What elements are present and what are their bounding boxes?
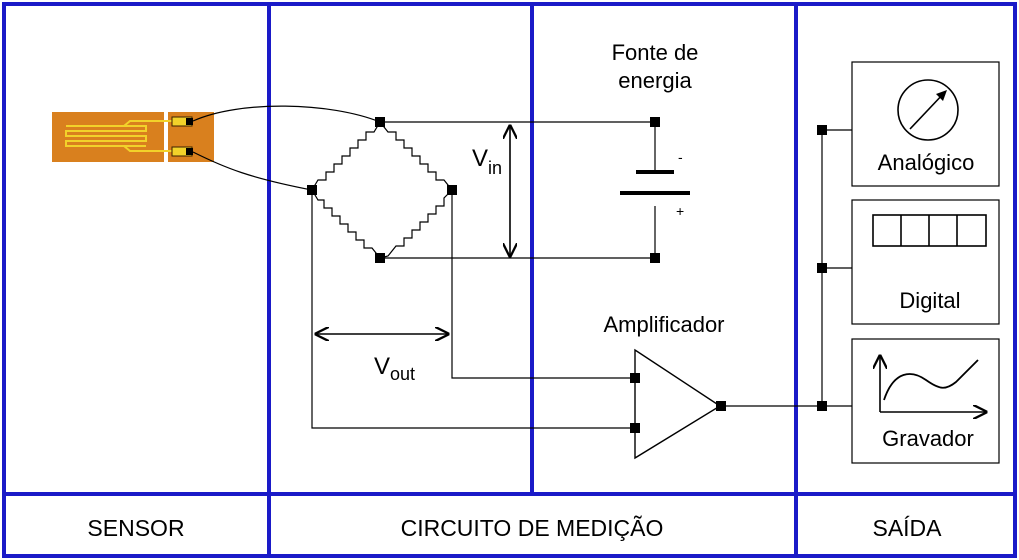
recorder-output-box [851, 338, 1000, 464]
vout-main: V [374, 353, 390, 380]
power-supply-label-line2: energia [618, 68, 692, 93]
recorder-plot-icon [880, 356, 986, 412]
recorder-output-label: Gravador [882, 426, 974, 451]
vin-label: Vin [472, 145, 502, 178]
vout-label: Vout [374, 353, 415, 384]
battery-minus-sign: - [678, 149, 683, 165]
wheatstone-bridge [307, 117, 457, 263]
vin-main: V [472, 145, 488, 172]
bridge-output-wires [311, 190, 635, 429]
battery-plus-sign: + [676, 203, 684, 219]
amplifier-label: Amplificador [603, 312, 724, 337]
analog-output-label: Analógico [878, 150, 975, 175]
digital-display-icon [872, 214, 987, 247]
vin-subscript: in [488, 158, 502, 178]
digital-output-box [851, 199, 1000, 325]
battery-icon [620, 117, 690, 263]
power-supply-label-line1: Fonte de [612, 40, 699, 65]
analog-gauge-icon [897, 79, 959, 141]
analog-output-box [851, 61, 1000, 187]
section-label-circuit: CIRCUITO DE MEDIÇÃO [401, 515, 664, 541]
vout-subscript: out [390, 364, 415, 384]
output-bus [721, 125, 852, 411]
sensor-lead-wires [192, 105, 381, 191]
digital-output-label: Digital [899, 288, 960, 313]
amplifier-icon [630, 348, 726, 460]
strain-gauge-icon [52, 112, 214, 162]
section-label-sensor: SENSOR [87, 515, 184, 541]
section-label-output: SAÍDA [872, 515, 942, 541]
supply-rails [380, 121, 656, 259]
